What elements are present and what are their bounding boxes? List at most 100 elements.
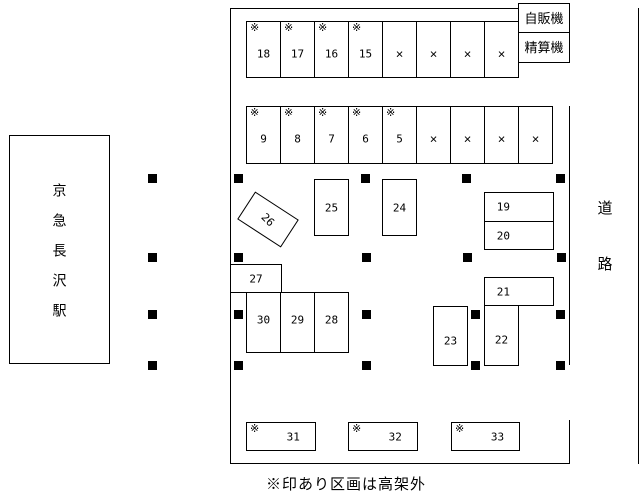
parking-space-31: ※ 31	[246, 422, 316, 451]
parking-space-unavailable: ×	[450, 21, 485, 78]
space-number: 22	[494, 333, 509, 347]
parking-space-32: ※ 32	[348, 422, 418, 451]
parking-space-30: 30	[246, 292, 281, 353]
outside-mark: ※	[318, 107, 328, 119]
space-number: 17	[290, 47, 305, 61]
space-number: 29	[290, 313, 305, 327]
pillar	[148, 310, 157, 319]
lot-border-right-upper	[569, 106, 570, 365]
unavailable-mark: ×	[531, 131, 540, 147]
unavailable-mark: ×	[463, 131, 472, 147]
vending-machine-label: 自販機	[524, 10, 564, 26]
parking-space-unavailable: ×	[450, 106, 485, 164]
outside-mark: ※	[284, 107, 294, 119]
outside-mark: ※	[250, 22, 260, 34]
parking-space-27: 27	[230, 264, 282, 293]
road-label: 道路	[595, 200, 613, 312]
outside-mark: ※	[455, 423, 465, 435]
space-number: 21	[496, 285, 510, 298]
space-number: 23	[443, 334, 458, 348]
parking-space-23: 23	[433, 306, 468, 366]
outside-mark: ※	[386, 107, 396, 119]
parking-space-25: 25	[314, 179, 349, 236]
parking-group-30-29-28: 30 29 28	[246, 292, 349, 353]
parking-space-17: ※ 17	[280, 21, 315, 78]
pillar	[362, 361, 371, 370]
parking-space-24: 24	[382, 179, 417, 236]
parking-space-21: 21	[484, 277, 554, 306]
parking-row-second: ※ 9 ※ 8 ※ 7 ※ 6 ※ 5 × × × ×	[246, 106, 553, 164]
space-number: 28	[324, 313, 339, 327]
pillar	[148, 174, 157, 183]
pillar	[471, 361, 480, 370]
pillar	[234, 174, 243, 183]
parking-space-33: ※ 33	[451, 422, 520, 451]
pillar	[556, 361, 565, 370]
lot-border-left	[230, 8, 231, 464]
space-number: 33	[490, 430, 505, 443]
payment-machine-box: 精算機	[518, 32, 570, 63]
parking-space-unavailable: ×	[484, 106, 519, 164]
parking-space-unavailable: ×	[382, 21, 417, 78]
parking-space-8: ※ 8	[280, 106, 315, 164]
lot-border-right-lower	[569, 420, 570, 464]
space-number: 25	[324, 201, 339, 214]
parking-space-22: 22	[484, 305, 519, 366]
pillar	[556, 174, 565, 183]
payment-machine-label: 精算機	[524, 40, 564, 55]
parking-space-unavailable: ×	[416, 21, 451, 78]
pillar	[234, 253, 243, 262]
parking-space-9: ※ 9	[246, 106, 281, 164]
parking-space-19: 19	[484, 192, 554, 222]
parking-space-5: ※ 5	[382, 106, 417, 164]
parking-space-28: 28	[314, 292, 349, 353]
pillar	[234, 361, 243, 370]
unavailable-mark: ×	[395, 46, 404, 62]
parking-space-unavailable: ×	[416, 106, 451, 164]
pillar	[463, 253, 472, 262]
parking-space-15: ※ 15	[348, 21, 383, 78]
outside-mark: ※	[352, 423, 362, 435]
lot-border-bottom	[230, 463, 570, 464]
parking-space-18: ※ 18	[246, 21, 281, 78]
parking-space-unavailable: ×	[484, 21, 519, 78]
space-number: 19	[496, 200, 510, 214]
pillar	[471, 310, 480, 319]
space-number: 31	[286, 430, 300, 443]
space-number: 30	[256, 313, 271, 327]
space-number: 24	[392, 201, 407, 214]
pillar	[556, 310, 565, 319]
outside-mark: ※	[250, 423, 260, 435]
footnote: ※印あり区画は高架外	[266, 476, 427, 493]
unavailable-mark: ×	[497, 131, 506, 147]
pillar	[234, 310, 243, 319]
space-number: 5	[396, 132, 403, 146]
unavailable-mark: ×	[429, 131, 438, 147]
outside-mark: ※	[318, 22, 328, 34]
parking-space-20: 20	[484, 221, 554, 250]
pillar	[362, 253, 371, 262]
station-box: 京急長沢駅	[9, 135, 110, 364]
station-label: 京急長沢駅	[51, 182, 68, 333]
space-number: 15	[358, 47, 373, 61]
parking-space-16: ※ 16	[314, 21, 349, 78]
road-edge-line	[638, 8, 639, 464]
space-number: 20	[496, 229, 510, 242]
parking-space-6: ※ 6	[348, 106, 383, 164]
parking-space-7: ※ 7	[314, 106, 349, 164]
outside-mark: ※	[250, 107, 260, 119]
vending-machine-box: 自販機	[518, 3, 570, 33]
outside-mark: ※	[352, 22, 362, 34]
lot-border-top	[230, 8, 519, 9]
unavailable-mark: ×	[463, 46, 472, 62]
pillar	[148, 253, 157, 262]
pillar	[148, 361, 157, 370]
pillar	[462, 174, 471, 183]
pillar	[361, 174, 370, 183]
space-number: 18	[256, 47, 271, 61]
space-number: 6	[362, 132, 369, 146]
space-number: 26	[258, 210, 278, 229]
outside-mark: ※	[284, 22, 294, 34]
space-number: 16	[324, 47, 339, 61]
